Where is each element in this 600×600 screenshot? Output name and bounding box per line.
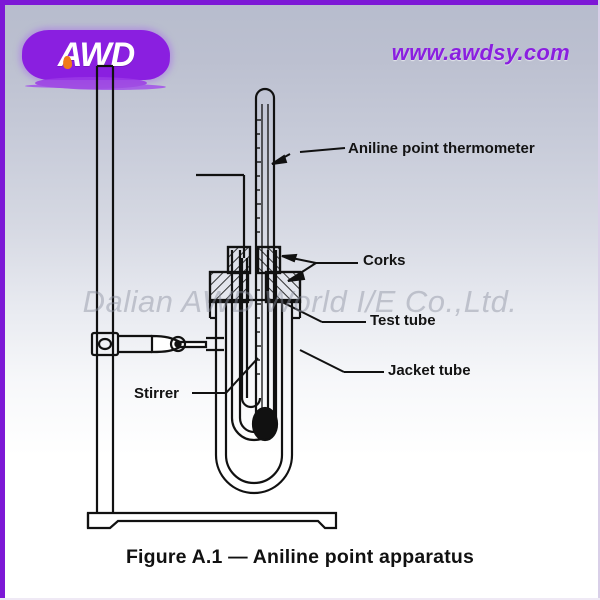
frame-border-bottom — [0, 598, 600, 600]
leader-line-stirrer — [192, 357, 259, 394]
label-stirrer: Stirrer — [134, 385, 180, 402]
label-jacket-tube: Jacket tube — [388, 362, 471, 379]
figure-caption: Figure A.1 — Aniline point apparatus — [125, 546, 475, 568]
retort-stand-rod — [95, 64, 115, 513]
boss-head-clamp — [90, 331, 120, 357]
upper-cork — [226, 245, 282, 275]
retort-stand-base — [86, 511, 338, 530]
stirrer-handle — [196, 173, 246, 258]
leader-line-thermometer — [271, 147, 346, 165]
label-test-tube: Test tube — [370, 312, 436, 329]
frame-border-top — [0, 0, 600, 5]
clamp-arm — [118, 334, 224, 354]
frame-border-left — [0, 0, 5, 600]
thermometer — [254, 87, 276, 426]
label-corks: Corks — [363, 252, 406, 269]
company-watermark: Dalian AWD World I/E Co.,Ltd. — [82, 284, 518, 319]
frame-border-right — [598, 0, 600, 600]
label-aniline-point-thermometer: Aniline point thermometer — [348, 140, 535, 157]
leader-line-test-tube — [281, 301, 366, 323]
thermometer-bulb — [251, 406, 279, 442]
leader-line-jacket-tube — [299, 349, 384, 373]
leader-line-corks — [281, 253, 358, 282]
website-url: www.awdsy.com — [391, 40, 570, 65]
